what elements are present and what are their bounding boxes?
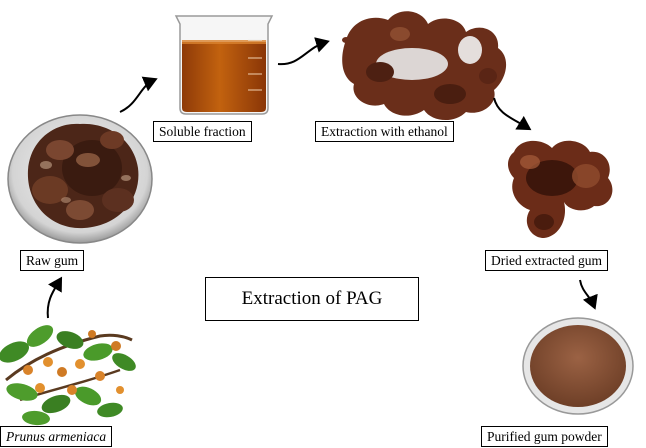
purified-powder-label: Purified gum powder (481, 426, 608, 447)
ethanol-extract-image (342, 11, 507, 121)
arrow-raw-to-soluble (119, 76, 158, 113)
raw-gum-label: Raw gum (20, 250, 85, 271)
soluble-fraction-label: Soluble fraction (153, 121, 252, 142)
gum-powder-image (522, 317, 634, 415)
prunus-armeniaca-label: Prunus armeniaca (0, 426, 113, 447)
arrow-soluble-to-ethanol (277, 37, 330, 66)
prunus-branch-image (0, 325, 136, 426)
dried-gum-label: Dried extracted gum (485, 250, 608, 271)
beaker-image (174, 15, 274, 115)
diagram-title: Extraction of PAG (205, 277, 419, 321)
arrow-prunus-to-raw (46, 276, 63, 319)
arrow-dried-to-powder (579, 279, 598, 310)
dried-gum-image (508, 140, 613, 238)
ethanol-extraction-label: Extraction with ethanol (315, 121, 454, 142)
raw-gum-image (7, 114, 153, 244)
arrow-ethanol-to-dried (493, 97, 532, 131)
